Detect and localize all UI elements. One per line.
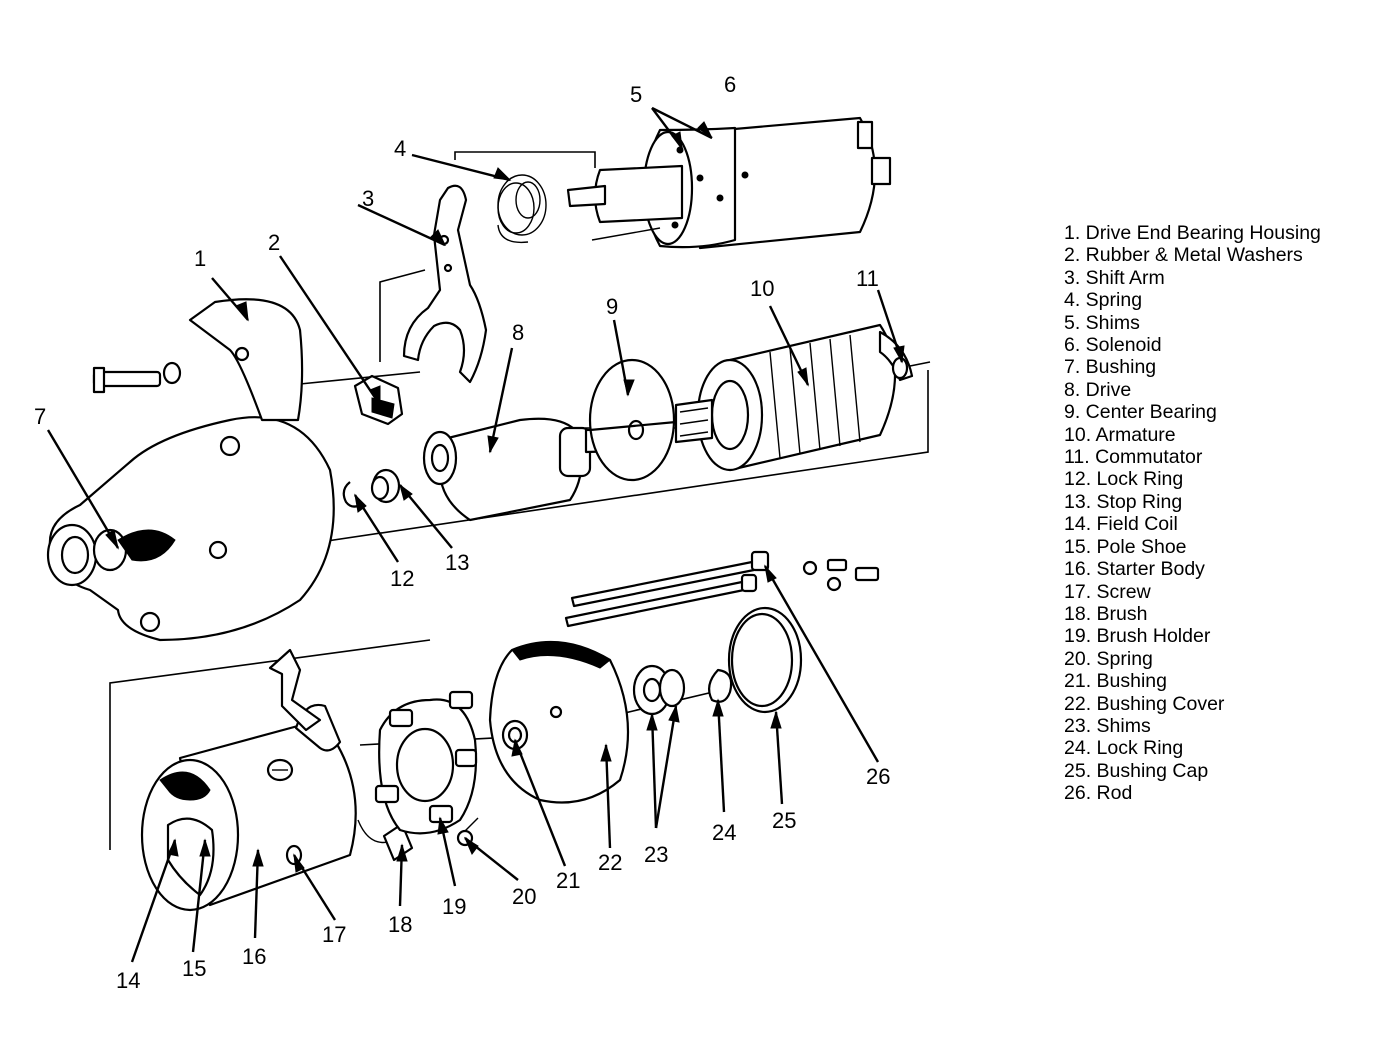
callout-25: 25 [772,808,796,833]
shims [634,666,684,714]
legend-item: 4. Spring [1064,289,1143,312]
stop-ring-13 [372,470,399,502]
armature [590,325,895,470]
callout-11: 11 [856,266,879,291]
callout-18: 18 [388,912,412,937]
callout-8: 8 [512,320,524,345]
callout-12: 12 [390,566,414,591]
callout-26: 26 [866,764,890,789]
callout-23: 23 [644,842,668,867]
callout-numbers: 1 2 3 4 5 6 7 8 9 10 11 12 13 14 15 16 1… [34,72,890,993]
legend-item: 7. Bushing [1064,356,1157,379]
center-bearing [590,360,674,480]
legend-item: 21. Bushing [1064,670,1167,693]
legend-item: 17. Screw [1064,580,1151,603]
shift-arm [404,186,486,382]
brush [384,824,412,860]
bushing-cap [729,608,801,712]
callout-10: 10 [750,276,774,301]
legend-item: 9. Center Bearing [1064,401,1217,424]
callout-7: 7 [34,404,46,429]
leader-lines [48,108,902,962]
legend-item: 5. Shims [1064,311,1140,334]
callout-4: 4 [394,136,406,161]
legend-item: 26. Rod [1064,782,1133,805]
rods [566,552,878,626]
legend-item: 1. Drive End Bearing Housing [1064,222,1321,244]
legend-item: 25. Bushing Cap [1064,759,1209,782]
callout-1: 1 [194,246,206,271]
legend-item: 24. Lock Ring [1064,737,1184,760]
callout-21: 21 [556,868,580,893]
drive-end-bearing-housing [48,299,334,640]
callout-20: 20 [512,884,536,909]
callout-13: 13 [445,550,469,575]
legend-item: 23. Shims [1064,714,1151,737]
callout-14: 14 [116,968,140,993]
legend-item: 19. Brush Holder [1064,625,1211,648]
brush-holder [376,692,476,833]
callout-2: 2 [268,230,280,255]
legend-item: 8. Drive [1064,378,1132,401]
legend-item: 2. Rubber & Metal Washers [1064,244,1303,267]
legend-item: 6. Solenoid [1064,334,1162,357]
callout-15: 15 [182,956,206,981]
spring [498,175,546,242]
callout-5: 5 [630,82,642,107]
lock-ring-24 [709,670,731,702]
legend-item: 18. Brush [1064,602,1148,625]
legend-item: 22. Bushing Cover [1064,692,1225,715]
legend-item: 13. Stop Ring [1064,490,1183,513]
callout-9: 9 [606,294,618,319]
callout-17: 17 [322,922,346,947]
legend-item: 10. Armature [1064,423,1176,446]
drive [424,419,660,520]
starter-body [142,650,395,910]
callout-22: 22 [598,850,622,875]
legend-item: 11. Commutator [1064,446,1203,469]
legend-item: 3. Shift Arm [1064,266,1165,289]
legend-item: 16. Starter Body [1064,558,1205,581]
legend-item: 14. Field Coil [1064,513,1178,536]
legend-item: 12. Lock Ring [1064,468,1184,491]
parts-legend: 1. Drive End Bearing Housing 2. Rubber &… [1064,222,1321,805]
leader-arrowheads [106,122,904,872]
legend-item: 15. Pole Shoe [1064,535,1187,558]
callout-6: 6 [724,72,736,97]
legend-item: 20. Spring [1064,647,1153,670]
callout-3: 3 [362,186,374,211]
callout-24: 24 [712,820,736,845]
solenoid [568,118,890,248]
callout-19: 19 [442,894,466,919]
callout-16: 16 [242,944,266,969]
